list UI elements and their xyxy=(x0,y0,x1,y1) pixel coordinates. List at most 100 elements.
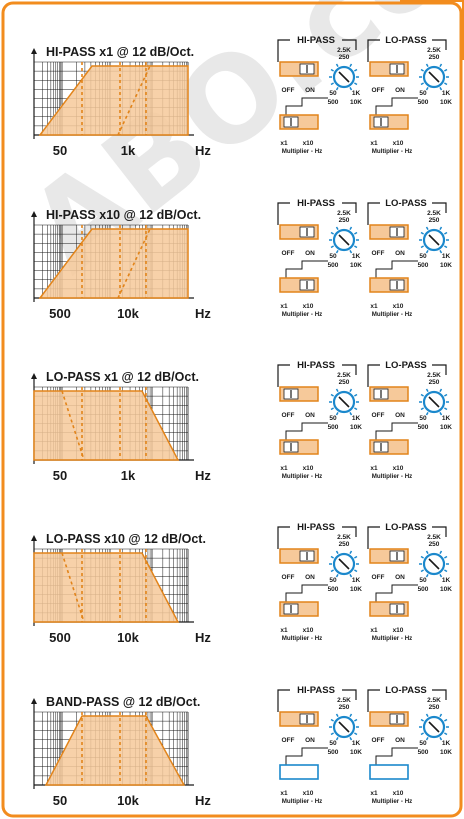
mult-label-x1: x1 xyxy=(280,790,288,797)
knob-tick xyxy=(420,231,424,235)
mult-scale-label: 10K xyxy=(440,99,452,106)
mult-label-x1: x1 xyxy=(280,140,288,147)
knob-scale-label: 250 xyxy=(339,217,350,224)
switch-label-on: ON xyxy=(305,87,315,94)
filter-header: LO-PASS xyxy=(385,685,427,696)
switch-label-on: ON xyxy=(305,737,315,744)
header-bracket xyxy=(277,526,357,549)
knob-scale-label: 250 xyxy=(339,704,350,711)
mult-scale-label: 10K xyxy=(350,99,362,106)
knob-tick xyxy=(425,412,429,416)
knob-scale-label: 1K xyxy=(352,740,361,747)
mult-label-x10: x10 xyxy=(303,303,314,310)
knob-tick xyxy=(349,226,353,230)
mult-scale-label: 10K xyxy=(350,749,362,756)
knob-pointer xyxy=(338,558,350,570)
mult-caption: Multiplier - Hz xyxy=(282,148,323,155)
knob-tick xyxy=(330,555,334,559)
switch-label-off: OFF xyxy=(372,250,385,257)
knob-tick xyxy=(444,732,448,736)
mult-caption: Multiplier - Hz xyxy=(372,148,413,155)
freq-unit: Hz xyxy=(195,793,211,808)
knob-tick xyxy=(439,87,443,91)
knob-scale-label: 250 xyxy=(429,704,440,711)
knob-scale-label: 1K xyxy=(352,253,361,260)
knob-tick xyxy=(425,574,429,578)
knob-tick xyxy=(349,574,353,578)
knob-scale-label: 2.5K xyxy=(337,210,351,217)
knob-scale-label: 2.5K xyxy=(337,534,351,541)
freq-label-high: 1k xyxy=(121,143,136,158)
knob-tick xyxy=(354,569,358,573)
knob-tick xyxy=(354,231,358,235)
knob-tick xyxy=(439,737,443,741)
knob-tick xyxy=(349,63,353,67)
response-area xyxy=(44,715,186,786)
header-bracket xyxy=(277,202,357,225)
mult-bracket xyxy=(375,260,418,285)
filter-header: HI-PASS xyxy=(297,360,335,371)
filter-header: LO-PASS xyxy=(385,198,427,209)
knob-tick xyxy=(425,737,429,741)
mult-label-x1: x1 xyxy=(280,627,288,634)
alt-slope xyxy=(61,552,85,623)
knob-scale-label: 2.5K xyxy=(427,697,441,704)
mult-scale-label: 10K xyxy=(350,586,362,593)
mult-bracket xyxy=(285,260,328,285)
knob-tick xyxy=(330,718,334,722)
mult-label-x10: x10 xyxy=(393,465,404,472)
knob-pointer xyxy=(338,234,350,246)
knob-tick xyxy=(420,569,424,573)
switch-label-on: ON xyxy=(395,574,405,581)
mult-label-x1: x1 xyxy=(370,790,378,797)
header-bracket xyxy=(277,689,357,712)
knob-scale-label: 250 xyxy=(429,379,440,386)
filter-header: HI-PASS xyxy=(297,198,335,209)
switch-label-on: ON xyxy=(395,737,405,744)
panel-title: BAND-PASS @ 12 dB/Oct. xyxy=(46,695,200,709)
switch-label-on: ON xyxy=(305,412,315,419)
filter-header: HI-PASS xyxy=(297,522,335,533)
mult-label-x10: x10 xyxy=(393,303,404,310)
mult-label-x10: x10 xyxy=(393,627,404,634)
filter-header: HI-PASS xyxy=(297,685,335,696)
knob-scale-label: 2.5K xyxy=(427,47,441,54)
knob-scale-label: 1K xyxy=(352,415,361,422)
knob-tick xyxy=(425,713,429,717)
mult-scale-label: 500 xyxy=(328,586,339,593)
knob-scale-label: 50 xyxy=(329,253,337,260)
mult-bracket xyxy=(375,584,418,609)
knob-tick xyxy=(354,82,358,86)
knob-pointer xyxy=(428,71,440,83)
filter-header: LO-PASS xyxy=(385,360,427,371)
knob-tick xyxy=(330,393,334,397)
knob-tick xyxy=(420,555,424,559)
knob-tick xyxy=(425,87,429,91)
filter-header: HI-PASS xyxy=(297,35,335,46)
knob-tick xyxy=(354,245,358,249)
knob-tick xyxy=(444,718,448,722)
knob-scale-label: 50 xyxy=(329,90,337,97)
mult-label-x10: x10 xyxy=(303,140,314,147)
header-bracket xyxy=(367,364,447,387)
knob-scale-label: 250 xyxy=(429,541,440,548)
knob-tick xyxy=(330,245,334,249)
response-area xyxy=(38,228,189,299)
knob-tick xyxy=(330,407,334,411)
knob-tick xyxy=(425,388,429,392)
knob-tick xyxy=(335,412,339,416)
knob-tick xyxy=(335,713,339,717)
freq-unit: Hz xyxy=(195,468,211,483)
knob-scale-label: 1K xyxy=(352,577,361,584)
knob-scale-label: 250 xyxy=(429,217,440,224)
freq-label-high: 10k xyxy=(117,306,139,321)
